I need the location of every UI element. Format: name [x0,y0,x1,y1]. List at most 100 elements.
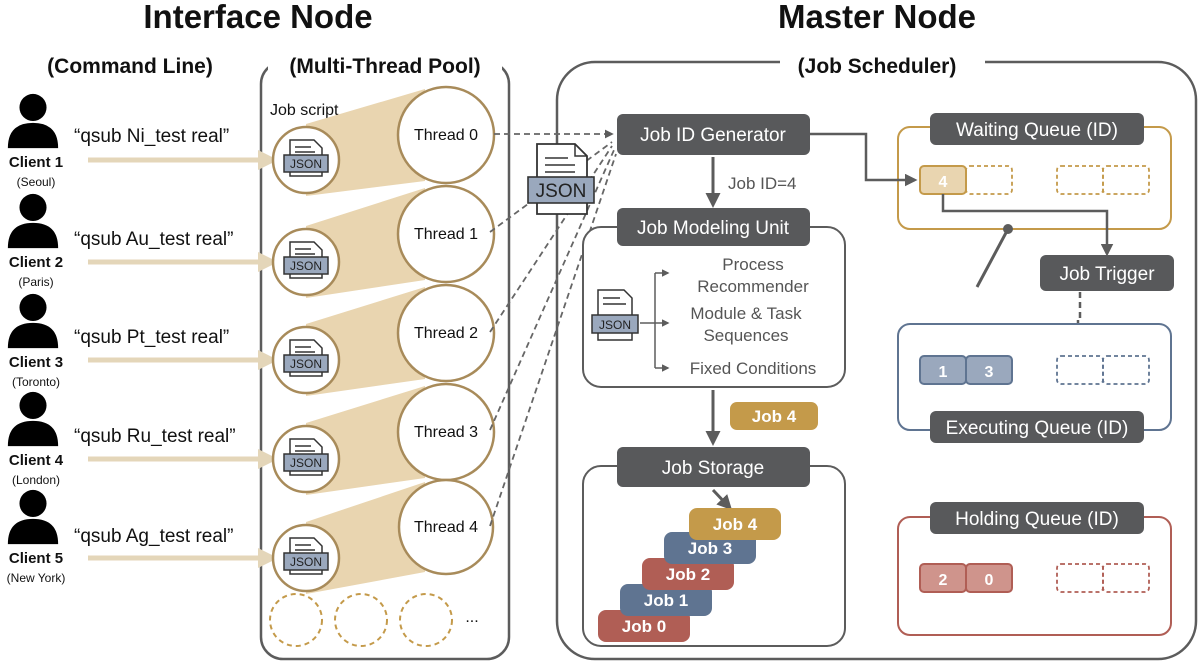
client-row-1: Client 1 (Seoul) “qsub Ni_test real” [7,93,278,189]
thread-label: Thread 4 [414,519,478,536]
waiting-queue-label: Waiting Queue (ID) [956,120,1118,141]
job-4-tag-label: Job 4 [752,407,797,426]
client-row-2: Client 2 (Paris) “qsub Au_test real” [7,193,278,289]
queue-cell-label: 0 [985,572,994,589]
user-icon [7,293,59,349]
module-task-line1: Module & Task [690,304,802,323]
client-command: “qsub Ag_test real” [74,526,233,547]
master-node-header: Master Node [778,0,976,35]
queue-cell [965,563,1013,593]
json-doc-icon: JSON [283,139,329,177]
stored-job-label: Job 3 [688,539,732,558]
gate-pivot [1003,224,1013,234]
client-city: (Seoul) [17,175,56,189]
thread-circle [396,283,496,383]
client-row-4: Client 4 (London) “qsub Ru_test real” [7,391,278,487]
json-doc-icon: JSON [283,438,329,476]
client-name: Client 2 [9,254,63,271]
client-city: (New York) [7,571,66,585]
module-task-line2: Sequences [703,326,788,345]
process-recommender-line2: Recommender [697,277,809,296]
json-label: JSON [290,555,322,569]
modeling-branches [640,269,670,372]
json-doc-icon: JSON [591,289,639,341]
json-label: JSON [536,181,587,202]
json-label: JSON [290,357,322,371]
user-icon [7,193,59,249]
stored-job-label: Job 0 [622,617,666,636]
thread-circle [396,184,496,284]
stored-job-label: Job 2 [666,565,710,584]
job-trigger-box [1040,255,1174,291]
ellipsis: ... [465,609,478,626]
stored-job [642,558,734,590]
client-name: Client 3 [9,354,63,371]
job-id-label: Job ID=4 [728,174,797,193]
trigger-to-executing-arrow [1071,292,1085,357]
client-row-5: Client 5 (New York) “qsub Ag_test real” [7,489,278,585]
json-doc-icon: JSON [283,339,329,377]
fixed-conditions: Fixed Conditions [690,359,817,378]
job-trigger-label: Job Trigger [1059,264,1155,285]
gate-switch [975,228,1010,288]
job-id-generator-box [617,114,810,155]
client-name: Client 1 [9,154,63,171]
waiting-to-trigger-arrow [941,194,1114,257]
thread-label: Thread 2 [414,325,478,342]
holding-queue-box [930,502,1144,534]
idle-thread-circle [334,593,388,647]
job-script-label: Job script [270,102,339,119]
stored-job [689,508,781,540]
json-doc-icon: JSON [283,241,329,279]
executing-queue-label: Executing Queue (ID) [946,418,1129,439]
json-label: JSON [290,259,322,273]
job-id-generator-label: Job ID Generator [640,125,786,146]
thread-label: Thread 3 [414,424,478,441]
id-to-waiting-arrow [810,132,918,187]
client-city: (Paris) [18,275,53,289]
job-modeling-unit-box [617,208,810,246]
job-storage-label: Job Storage [662,458,764,479]
client-city: (Toronto) [12,375,60,389]
waiting-queue-box [930,113,1144,145]
client-city: (London) [12,473,60,487]
user-icon [7,391,59,447]
thread-circle [396,85,496,185]
queue-cell-label: 1 [939,364,948,381]
stored-job-label: Job 1 [644,591,688,610]
thread-circle [397,478,495,576]
stored-job [598,610,690,642]
queue-cell [965,355,1013,385]
stored-job [620,584,712,616]
client-command: “qsub Pt_test real” [74,327,229,348]
json-label: JSON [599,318,631,332]
queue-cell-label: 4 [939,174,948,191]
stored-job-label: Job 4 [713,515,758,534]
client-row-3: Client 3 (Toronto) “qsub Pt_test real” [7,293,278,389]
client-name: Client 4 [9,452,64,469]
client-command: “qsub Ni_test real” [74,126,229,147]
client-name: Client 5 [9,550,63,567]
client-command: “qsub Ru_test real” [74,426,236,447]
job-storage-box [617,447,810,487]
job-4-tag [730,402,818,430]
command-line-header: (Command Line) [47,55,213,78]
user-icon [7,93,59,149]
idle-thread-circle [269,593,323,647]
interface-node-header: Interface Node [143,0,372,35]
json-label: JSON [290,157,322,171]
client-command: “qsub Au_test real” [74,229,233,250]
json-label: JSON [290,456,322,470]
idle-thread-circle [399,593,453,647]
json-doc-icon: JSON [283,537,329,575]
process-recommender-line1: Process [722,255,783,274]
thread-label: Thread 1 [414,226,478,243]
thread-label: Thread 0 [414,127,478,144]
thread-pool-header: (Multi-Thread Pool) [289,55,480,78]
holding-queue-label: Holding Queue (ID) [955,509,1119,530]
stored-jobs: Job 0 Job 1 Job 2 Job 3 Job 4 [598,508,781,642]
user-icon [7,489,59,545]
queue-cell-label: 3 [985,364,994,381]
job-modeling-unit-label: Job Modeling Unit [637,218,790,239]
